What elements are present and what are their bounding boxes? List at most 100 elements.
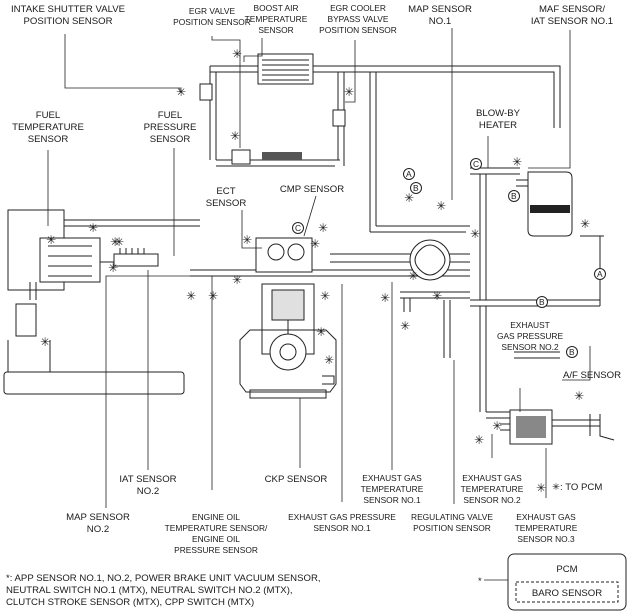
sensor-marker-egt3: ✳ bbox=[492, 419, 502, 433]
label-ect-2: SENSOR bbox=[206, 198, 247, 209]
sensor-marker-engine-2: ✳ bbox=[324, 353, 334, 367]
label-egr-valve-1: EGR VALVE bbox=[189, 6, 236, 16]
common-rail bbox=[113, 253, 159, 267]
label-iat2-1: IAT SENSOR bbox=[119, 474, 176, 485]
label-egt1-3: SENSOR NO.1 bbox=[363, 495, 421, 505]
label-reg-valve-1: REGULATING VALVE bbox=[411, 512, 493, 522]
egr-bypass-body bbox=[332, 109, 346, 127]
marker-c-1: C bbox=[473, 159, 479, 169]
label-exh-gas-p1-1: EXHAUST GAS PRESSURE bbox=[288, 512, 396, 522]
marker-b-3: B bbox=[539, 297, 545, 307]
leader-lines bbox=[47, 28, 591, 508]
label-fuel-temp-3: SENSOR bbox=[28, 134, 69, 145]
label-map2-2: NO.2 bbox=[87, 524, 109, 535]
label-boost-air-2: TEMPERATURE bbox=[245, 14, 308, 24]
label-iat2-2: NO.2 bbox=[137, 486, 159, 497]
label-fuel-pressure-2: PRESSURE bbox=[144, 122, 197, 133]
pcm-box: * PCM BARO SENSOR bbox=[478, 553, 627, 611]
sensor-marker-egr-bypass: ✳ bbox=[344, 85, 354, 99]
sensor-marker-fuel-temp-2: ✳ bbox=[88, 221, 98, 235]
label-af: A/F SENSOR bbox=[563, 370, 621, 381]
pcm-baro-sensor: BARO SENSOR bbox=[532, 588, 602, 599]
label-boost-air-1: BOOST AIR bbox=[254, 3, 299, 13]
fuel-system bbox=[3, 209, 200, 395]
label-eot-1: ENGINE OIL bbox=[192, 512, 240, 522]
label-ect-1: ECT bbox=[216, 186, 235, 197]
sensor-marker-cmp-1: ✳ bbox=[318, 221, 328, 235]
sensor-marker-exh-p1: ✳ bbox=[380, 291, 390, 305]
engine-block bbox=[190, 237, 400, 399]
label-exh-gas-p2-3: SENSOR NO.2 bbox=[501, 342, 559, 352]
sensor-marker-intake-shutter: ✳ bbox=[176, 85, 186, 99]
label-eot-3: ENGINE OIL bbox=[192, 534, 240, 544]
sensor-marker-turbo: ✳ bbox=[432, 289, 442, 303]
label-egt2-1: EXHAUST GAS bbox=[462, 473, 522, 483]
air-cleaner bbox=[516, 171, 573, 237]
label-fuel-pressure-1: FUEL bbox=[158, 110, 183, 121]
sensor-marker-fuel-line: ✳ bbox=[110, 235, 120, 249]
footnote: *: APP SENSOR NO.1, NO.2, POWER BRAKE UN… bbox=[6, 573, 366, 609]
label-egt3-3: SENSOR NO.3 bbox=[517, 534, 575, 544]
labels: INTAKE SHUTTER VALVE POSITION SENSOR EGR… bbox=[11, 3, 621, 555]
sensor-marker-engine-1: ✳ bbox=[320, 289, 330, 303]
label-blowby-1: BLOW-BY bbox=[476, 108, 521, 119]
sensor-marker-map1: ✳ bbox=[436, 199, 446, 213]
egr-cooler bbox=[257, 53, 314, 85]
label-cmp: CMP SENSOR bbox=[280, 184, 344, 195]
sensor-marker-legend: ✳ bbox=[536, 481, 546, 495]
fuel-pump bbox=[39, 237, 101, 283]
label-intake-shutter-1: INTAKE SHUTTER VALVE bbox=[11, 4, 125, 15]
turbo-exhaust bbox=[400, 239, 615, 445]
marker-b-1: B bbox=[413, 183, 419, 193]
label-egr-cooler-3: POSITION SENSOR bbox=[319, 25, 397, 35]
marker-b-4: B bbox=[569, 347, 575, 357]
sensor-markers: ✳ ✳ ✳ ✳ ✳ ✳ ✳ ✳ ✳ ✳ ✳ ✳ ✳ ✳ ✳ ✳ ✳ ✳ ✳ ✳ … bbox=[40, 47, 590, 495]
pcm-asterisk: * bbox=[478, 576, 482, 587]
circled-markers: A B C B A B B C bbox=[292, 158, 606, 358]
sensor-marker-ckp: ✳ bbox=[316, 325, 326, 339]
egr-valve-body bbox=[231, 149, 251, 165]
label-fuel-pressure-3: SENSOR bbox=[150, 134, 191, 145]
sensor-marker-fuel-pressure: ✳ bbox=[108, 261, 118, 275]
label-egt2-2: TEMPERATURE bbox=[461, 484, 524, 494]
marker-b-2: B bbox=[511, 191, 517, 201]
sensor-marker-eot: ✳ bbox=[232, 273, 242, 287]
label-intake-shutter-2: POSITION SENSOR bbox=[23, 16, 112, 27]
label-eot-2: TEMPERATURE SENSOR/ bbox=[165, 523, 268, 533]
sensor-marker-ect: ✳ bbox=[242, 233, 252, 247]
intake-shutter-body bbox=[199, 83, 213, 101]
label-maf-2: IAT SENSOR NO.1 bbox=[531, 16, 613, 27]
label-exh-gas-p2-1: EXHAUST bbox=[510, 320, 550, 330]
label-fuel-temp-2: TEMPERATURE bbox=[12, 122, 84, 133]
label-egt3-2: TEMPERATURE bbox=[515, 523, 578, 533]
label-reg-valve-2: POSITION SENSOR bbox=[413, 523, 491, 533]
label-egt1-1: EXHAUST GAS bbox=[362, 473, 422, 483]
sensor-marker-common-rail: ✳ bbox=[114, 235, 124, 249]
sensor-marker-egr-valve: ✳ bbox=[230, 129, 240, 143]
label-map1-2: NO.1 bbox=[429, 16, 451, 27]
label-map2-1: MAP SENSOR bbox=[66, 512, 130, 523]
sensor-marker-cmp-2: ✳ bbox=[310, 237, 320, 251]
label-ckp: CKP SENSOR bbox=[265, 474, 328, 485]
label-exh-gas-p2-2: GAS PRESSURE bbox=[497, 331, 564, 341]
label-egr-cooler-2: BYPASS VALVE bbox=[328, 14, 389, 24]
intake-piping bbox=[199, 53, 604, 307]
fuel-filter bbox=[15, 303, 37, 337]
sensor-marker-reg-valve: ✳ bbox=[400, 319, 410, 333]
marker-c-2: C bbox=[295, 223, 301, 233]
sensor-marker-iat2: ✳ bbox=[186, 289, 196, 303]
label-fuel-temp-1: FUEL bbox=[36, 110, 61, 121]
label-exh-gas-p1-2: SENSOR NO.1 bbox=[313, 523, 371, 533]
fuel-tank bbox=[3, 371, 185, 395]
marker-a-1: A bbox=[406, 169, 412, 179]
label-blowby-2: HEATER bbox=[479, 120, 517, 131]
label-egt2-3: SENSOR NO.2 bbox=[463, 495, 521, 505]
label-egt1-2: TEMPERATURE bbox=[361, 484, 424, 494]
sensor-marker-air-cleaner: ✳ bbox=[580, 217, 590, 231]
label-map1-1: MAP SENSOR bbox=[408, 4, 472, 15]
footnote-line-3: CLUTCH STROKE SENSOR (MTX), CPP SWITCH (… bbox=[6, 597, 255, 608]
marker-a-2: A bbox=[597, 269, 603, 279]
sensor-marker-fuel-temp-1: ✳ bbox=[46, 233, 56, 247]
pcm-title: PCM bbox=[556, 564, 577, 575]
